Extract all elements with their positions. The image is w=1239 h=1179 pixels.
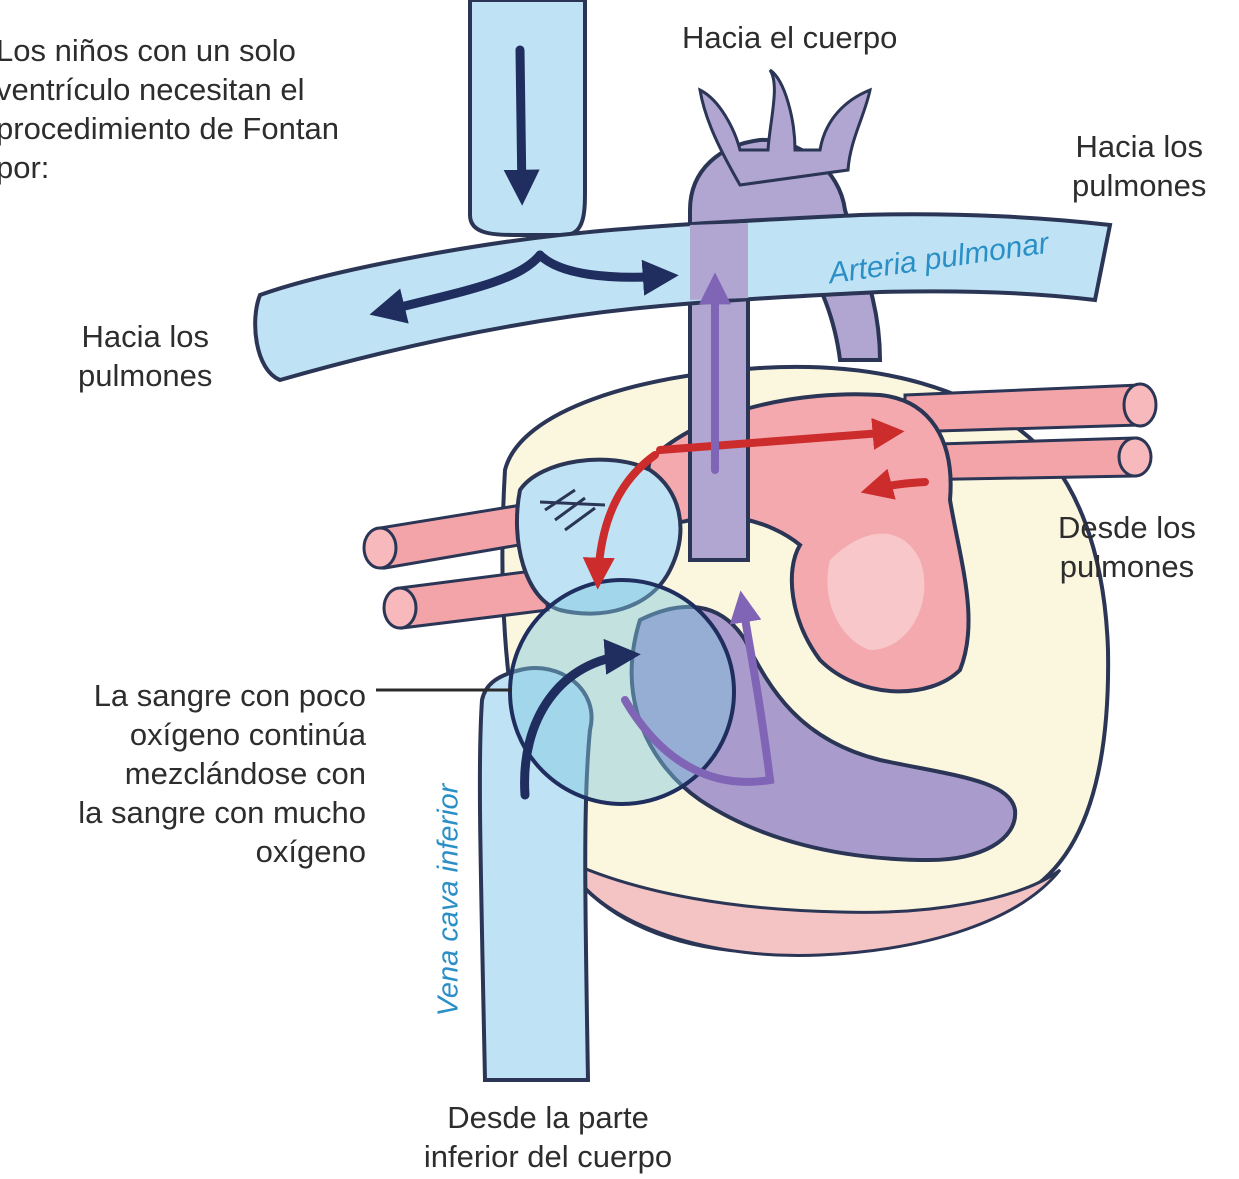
label-inferior-vena-cava: Vena cava inferior (433, 784, 466, 1017)
superior-vena-cava (470, 0, 585, 235)
label-to-lungs-right: Hacia los pulmones (1072, 127, 1206, 205)
label-from-lungs: Desde los pulmones (1058, 508, 1196, 586)
label-to-body: Hacia el cuerpo (682, 18, 897, 57)
intro-text: Los niños con un solo ventrículo necesit… (0, 31, 436, 187)
label-from-lower-body: Desde la parte inferior del cuerpo (392, 1098, 704, 1176)
label-to-lungs-left: Hacia los pulmones (78, 317, 212, 395)
label-mixing-note: La sangre con poco oxígeno continúa mezc… (0, 676, 366, 871)
